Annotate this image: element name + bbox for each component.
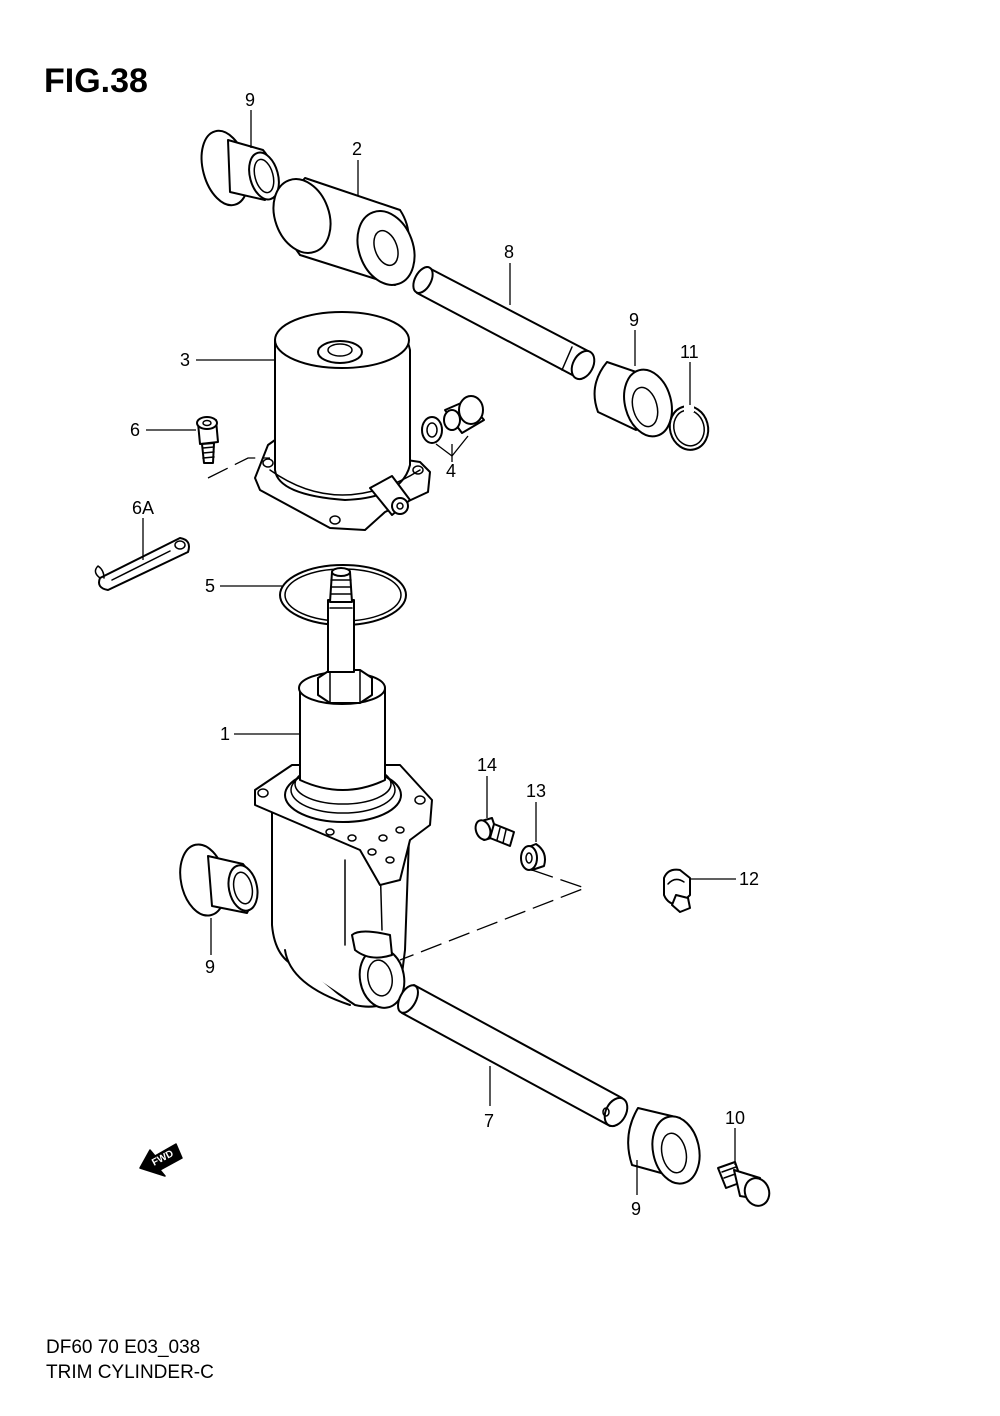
callout-3: 3 — [180, 350, 190, 370]
callout-6a: 6A — [132, 498, 154, 518]
callout-10: 10 — [725, 1108, 745, 1128]
callout-13: 13 — [526, 781, 546, 801]
part-10-bolt — [717, 1161, 771, 1207]
callout-2: 2 — [352, 139, 362, 159]
callout-7: 7 — [484, 1111, 494, 1131]
part-4-fitting — [421, 395, 485, 444]
part-9-bushing-top — [200, 129, 280, 207]
callout-9-bottom: 9 — [631, 1199, 641, 1219]
figure-name: TRIM CYLINDER-C — [46, 1362, 214, 1383]
part-6a-clip — [94, 537, 190, 591]
callout-9-right: 9 — [629, 310, 639, 330]
part-9-bushing-bottom — [627, 1107, 701, 1185]
part-9-bushing-left — [179, 843, 259, 917]
callout-8: 8 — [504, 242, 514, 262]
callout-9-left: 9 — [205, 957, 215, 977]
callout-4: 4 — [446, 461, 456, 481]
callout-11: 11 — [680, 342, 699, 362]
part-8-pin — [412, 266, 596, 381]
part-2-sleeve — [272, 177, 416, 286]
part-12-clamp — [663, 868, 691, 913]
part-11-circlip — [668, 404, 710, 451]
callout-9-top: 9 — [245, 90, 255, 110]
callout-6: 6 — [130, 420, 140, 440]
callout-12: 12 — [739, 869, 759, 889]
part-1-trim-cylinder — [254, 567, 433, 1009]
callout-5: 5 — [205, 576, 215, 596]
figure-code: DF60 70 E03_038 — [46, 1337, 200, 1358]
part-9-bushing-right — [593, 361, 673, 438]
part-7-pin — [397, 984, 629, 1128]
callout-14: 14 — [477, 755, 497, 775]
part-13-washer — [520, 843, 546, 871]
part-6-bolt — [196, 416, 219, 464]
fwd-arrow-icon: FWD — [139, 1143, 183, 1177]
part-14-bolt — [474, 817, 515, 847]
figure-title: FIG.38 — [44, 62, 148, 100]
callout-1: 1 — [220, 724, 230, 744]
part-3-reservoir — [254, 311, 431, 531]
